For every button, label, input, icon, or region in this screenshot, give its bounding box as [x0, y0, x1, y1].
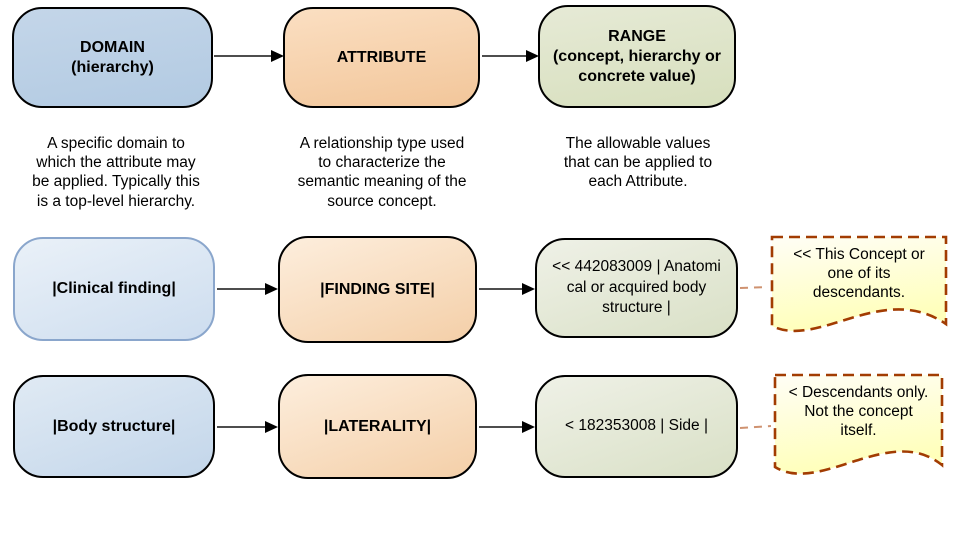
- sticky-note-descendants-only: < Descendants only. Not the concept itse…: [772, 371, 945, 481]
- range-box: RANGE (concept, hierarchy or concrete va…: [538, 5, 736, 108]
- finding-site-box: |FINDING SITE|: [278, 236, 477, 343]
- side-range-box: < 182353008 | Side |: [535, 375, 738, 478]
- laterality-label: |LATERALITY|: [323, 417, 432, 435]
- arrowhead-icon: [522, 421, 535, 433]
- arrowhead-icon: [522, 283, 535, 295]
- clinical-finding-box: |Clinical finding|: [13, 237, 215, 341]
- body-structure-box: |Body structure|: [13, 375, 215, 478]
- attribute-description: A relationship type used to characterize…: [297, 135, 467, 210]
- laterality-box: |LATERALITY|: [278, 374, 477, 479]
- finding-site-label: |FINDING SITE|: [320, 280, 435, 298]
- torn-paper-shape-icon: [770, 235, 948, 333]
- arrowhead-icon: [271, 50, 284, 62]
- dashed-connector-note-1: [739, 286, 769, 289]
- range-box-label: RANGE (concept, hierarchy or concrete va…: [552, 27, 722, 85]
- body-structure-label: |Body structure|: [52, 417, 176, 435]
- arrowhead-icon: [526, 50, 539, 62]
- sticky-note-this-concept-text: << This Concept or one of its descendant…: [793, 246, 925, 302]
- sticky-note-descendants-only-text: < Descendants only. Not the concept itse…: [788, 384, 929, 440]
- arrowhead-icon: [265, 421, 278, 433]
- sticky-note-this-concept: << This Concept or one of its descendant…: [769, 233, 949, 337]
- domain-box: DOMAIN (hierarchy): [12, 7, 213, 108]
- clinical-finding-label: |Clinical finding|: [52, 280, 176, 297]
- anatomical-structure-range-label: << 442083009 | Anatomi cal or acquired b…: [552, 257, 721, 317]
- dashed-connector-note-2: [739, 425, 772, 429]
- domain-description: A specific domain to which the attribute…: [32, 135, 200, 210]
- attribute-box-label: ATTRIBUTE: [336, 48, 427, 66]
- anatomical-structure-range-box: << 442083009 | Anatomi cal or acquired b…: [535, 238, 738, 338]
- torn-paper-shape-icon: [773, 373, 944, 475]
- side-range-label: < 182353008 | Side |: [565, 417, 708, 435]
- domain-box-label: DOMAIN (hierarchy): [71, 38, 154, 76]
- range-description: The allowable values that can be applied…: [563, 135, 713, 191]
- attribute-box: ATTRIBUTE: [283, 7, 480, 108]
- arrowhead-icon: [265, 283, 278, 295]
